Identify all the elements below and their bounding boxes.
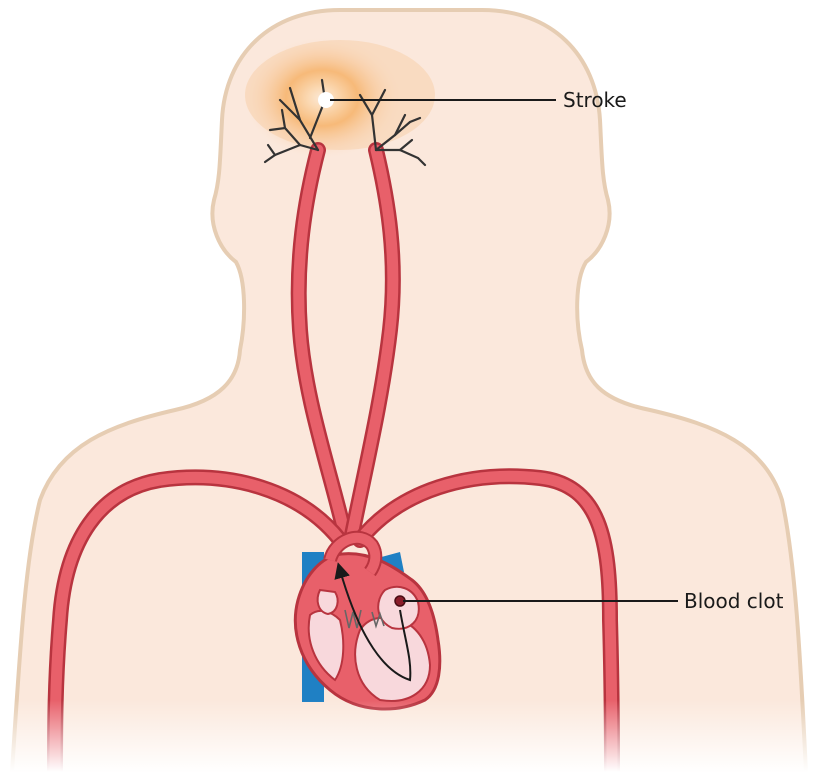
stroke-label: Stroke (563, 88, 627, 112)
brain-region (245, 40, 435, 150)
blood-clot-label: Blood clot (684, 589, 784, 613)
